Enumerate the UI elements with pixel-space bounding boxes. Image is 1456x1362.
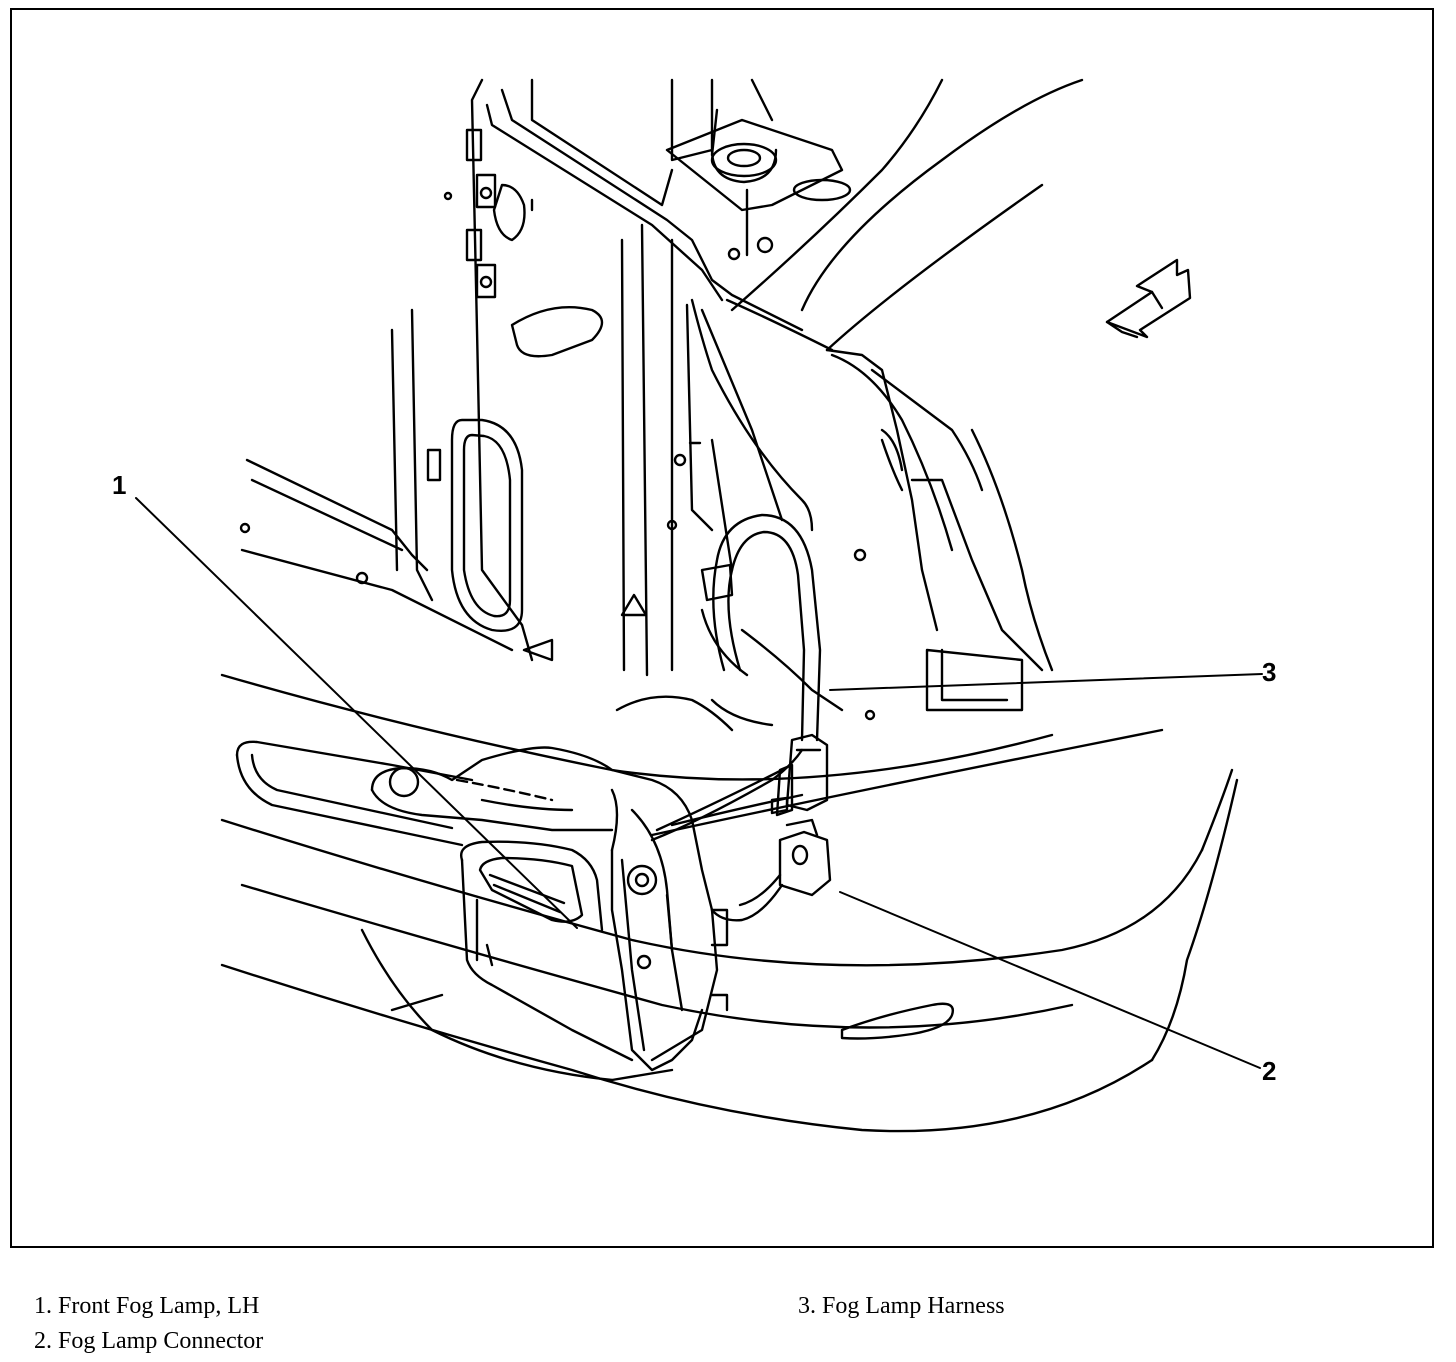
strut-mount <box>710 142 852 261</box>
fog-lamp-installation-drawing: 1 2 3 <box>112 78 1276 1133</box>
radiator-support <box>240 78 844 677</box>
callout-number-1: 1 <box>112 470 126 500</box>
leader-line-1 <box>135 497 578 929</box>
forward-arrow-icon <box>1105 258 1192 339</box>
leader-line-3 <box>829 673 1263 691</box>
diagram-frame: 1 2 3 <box>10 8 1434 1248</box>
fog-lamp-opening <box>235 740 474 847</box>
legend-item-fog-lamp-harness: 3. Fog Lamp Harness <box>798 1293 1005 1319</box>
fog-lamp-body <box>460 840 704 1072</box>
callout-number-3: 3 <box>1262 657 1276 687</box>
hood-edge <box>725 78 1084 352</box>
legend-item-fog-lamp-connector: 2. Fog Lamp Connector <box>34 1328 264 1354</box>
fender-opening <box>690 298 1054 721</box>
fog-lamp-connector <box>710 733 832 922</box>
panel-cutouts <box>239 128 702 662</box>
legend-item-front-fog-lamp: 1. Front Fog Lamp, LH <box>34 1293 260 1319</box>
callout-number-2: 2 <box>1262 1056 1276 1086</box>
fog-lamp-bracket <box>370 746 729 1062</box>
leader-line-2 <box>839 891 1261 1069</box>
leader-lines <box>135 497 1263 1069</box>
bumper-fascia <box>220 673 1239 1133</box>
fog-lamp-harness <box>615 513 844 842</box>
